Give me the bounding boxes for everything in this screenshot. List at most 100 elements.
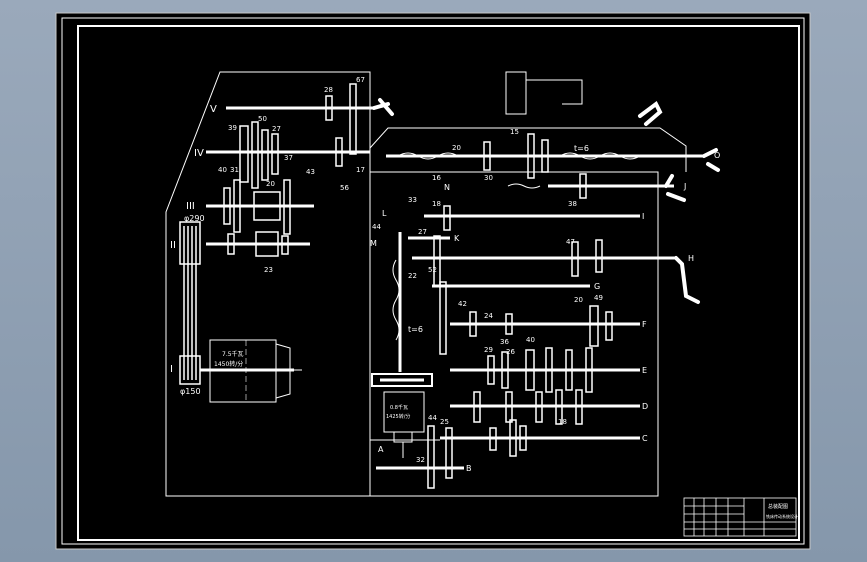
gear	[519, 425, 527, 451]
feed-label: I	[642, 212, 644, 221]
gear	[469, 311, 477, 337]
gear	[439, 281, 447, 355]
gear	[589, 305, 599, 347]
tooth-number: 50	[258, 115, 267, 123]
tooth-number-group: 67 28 50 39 27 37 40 31 20 43 56 17 23 1…	[218, 76, 603, 464]
gear	[571, 241, 579, 277]
tooth-number: 67	[356, 76, 365, 84]
tooth-number: 30	[484, 174, 493, 182]
feed-label: J	[683, 182, 686, 191]
tooth-number: 27	[418, 228, 427, 236]
tooth-number: 36	[500, 338, 509, 346]
tooth-number: 23	[264, 266, 273, 274]
gear	[473, 391, 481, 423]
lead-screw-short	[507, 183, 541, 189]
pulley-small-label: φ150	[180, 387, 201, 396]
feed-label: M	[370, 239, 377, 248]
gear	[509, 419, 517, 457]
tooth-number: 39	[228, 124, 237, 132]
title-block	[683, 497, 797, 537]
gear	[271, 133, 279, 175]
tooth-number: 20	[452, 144, 461, 152]
feed-label: O	[714, 151, 720, 160]
feed-motor-power: 0.8千瓦	[390, 404, 408, 411]
tooth-number: 32	[416, 456, 425, 464]
pulley-large	[179, 221, 201, 265]
gear	[505, 313, 513, 335]
gear	[427, 425, 435, 489]
tooth-number: 20	[266, 180, 275, 188]
gear	[501, 351, 509, 389]
handwheel-top	[638, 100, 663, 126]
gear	[261, 129, 269, 181]
feed-label-group: A B C D E F G H I J K L M N O	[370, 151, 720, 473]
tooth-number: 38	[568, 200, 577, 208]
tooth-number: 16	[432, 174, 441, 182]
tooth-number: 49	[594, 294, 603, 302]
gear	[595, 239, 603, 273]
gear	[605, 311, 613, 341]
tooth-number: 24	[484, 312, 493, 320]
outer-border	[61, 17, 805, 545]
lead-screw-vertical	[392, 259, 400, 341]
tooth-number: 26	[506, 348, 515, 356]
feed-gears	[427, 133, 613, 489]
tooth-number: 40	[526, 336, 535, 344]
gear	[525, 349, 535, 391]
tooth-number: 33	[408, 196, 417, 204]
shaft-label: V	[210, 104, 217, 115]
tooth-number: 44	[428, 414, 437, 422]
screw-pitch-label: t=6	[574, 144, 589, 153]
gear	[575, 389, 583, 425]
shaft-label-group: V IV III II I	[170, 104, 217, 375]
feed-motor	[371, 373, 433, 458]
feed-box-housing	[370, 171, 659, 497]
coupling	[371, 373, 433, 387]
tooth-number: 31	[230, 166, 239, 174]
tooth-number: 52	[428, 266, 437, 274]
tooth-number: 56	[340, 184, 349, 192]
gear	[255, 231, 279, 257]
handwheel-o	[702, 148, 720, 172]
gear	[585, 347, 593, 393]
lead-screw-horizontal	[397, 152, 641, 160]
feed-label: D	[642, 402, 648, 411]
gear	[325, 95, 333, 121]
gear	[445, 427, 453, 479]
tooth-number: 27	[272, 125, 281, 133]
shaft-label: I	[170, 364, 173, 375]
gear	[227, 233, 235, 255]
pulley-large-label: φ290	[184, 214, 205, 223]
feed-motor-speed: 1425转/分	[386, 413, 410, 420]
gear	[239, 125, 249, 183]
gear	[579, 173, 587, 199]
feed-label: N	[444, 183, 450, 192]
gear	[443, 205, 451, 231]
feed-label: F	[642, 320, 647, 329]
gear	[527, 133, 535, 179]
main-motor-speed: 1450转/分	[214, 360, 243, 368]
spindle-gears	[179, 83, 357, 385]
tooth-number: 15	[510, 128, 519, 136]
tooth-number: 18	[558, 418, 567, 426]
gear	[541, 139, 549, 173]
feed-label: E	[642, 366, 647, 375]
tooth-number: 17	[356, 166, 365, 174]
gear	[251, 121, 259, 189]
handwheel-j	[664, 174, 686, 202]
gear	[233, 179, 241, 233]
tooth-number: 37	[284, 154, 293, 162]
gear	[283, 179, 291, 235]
top-bracket	[505, 71, 583, 115]
inner-border	[77, 25, 800, 541]
feed-label: A	[378, 445, 384, 454]
gear	[281, 235, 289, 255]
gear	[489, 427, 497, 451]
gear	[253, 191, 281, 221]
feed-label: K	[454, 234, 460, 243]
gearbox-drawing	[165, 71, 720, 497]
tooth-number: 18	[432, 200, 441, 208]
shaft-label: III	[186, 201, 195, 212]
tooth-number: 44	[372, 223, 381, 231]
